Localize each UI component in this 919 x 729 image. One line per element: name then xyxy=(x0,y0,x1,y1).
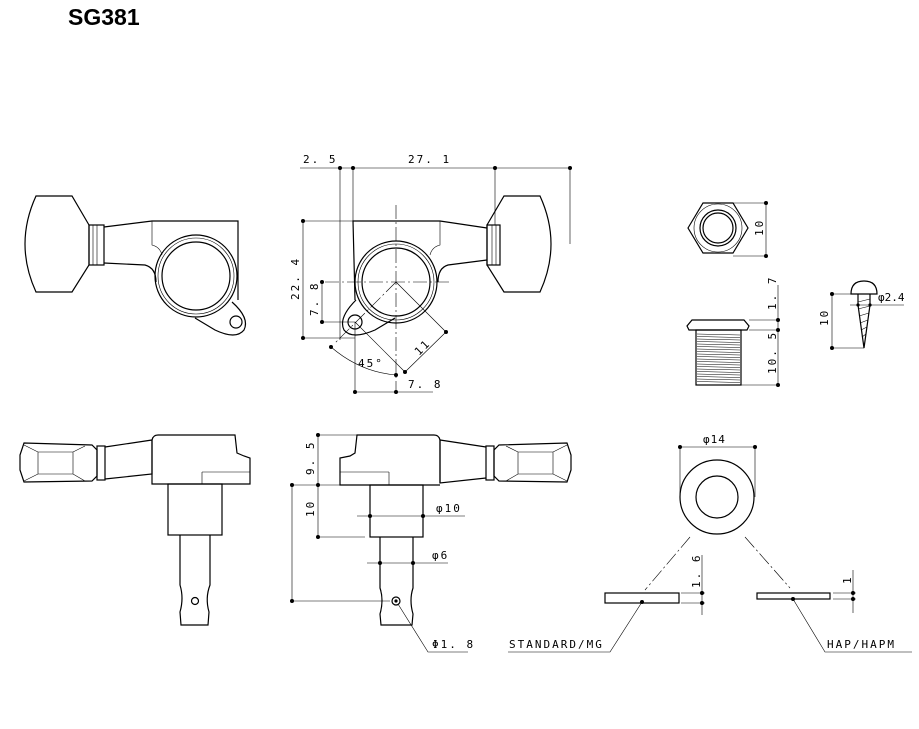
thread-line xyxy=(696,338,741,341)
thread-line xyxy=(696,363,741,366)
knob xyxy=(486,195,552,293)
dim-body-height: 9. 5 xyxy=(304,441,317,476)
model-title: SG381 xyxy=(68,4,140,30)
thread-line xyxy=(696,366,741,368)
thread-line xyxy=(696,361,741,363)
thread-line xyxy=(696,356,741,358)
tuner-front-view-left xyxy=(24,195,247,336)
thread-line xyxy=(696,376,741,378)
thread-line xyxy=(696,368,741,371)
tuner-side-view-left xyxy=(19,434,251,626)
dim-hole-diameter: Φ1. 8 xyxy=(432,638,475,651)
dim-shaft-diameter: φ6 xyxy=(432,549,449,562)
gear-housing-circle xyxy=(161,241,231,311)
dim-angle: 45° xyxy=(358,357,384,370)
ear-hole xyxy=(229,315,243,329)
thread-line xyxy=(696,381,741,383)
dim-height: 22. 4 xyxy=(289,257,302,300)
knob-collar xyxy=(88,224,105,266)
tuner-front-view-dimensioned: 2. 5 27. 1 22. 4 7. 8 45° 11 7. 8 xyxy=(289,153,572,394)
washer-inner xyxy=(695,475,739,519)
bushing-dim-length: 10. 5 xyxy=(766,331,779,374)
hap-label: HAP/HAPM xyxy=(827,638,896,651)
thread-line xyxy=(696,351,741,353)
thread-line xyxy=(696,371,741,373)
thread-line xyxy=(696,373,741,376)
thread-line xyxy=(696,336,741,338)
dim-ear-width: 7. 8 xyxy=(408,378,443,391)
washer: φ14 1. 6 1 STANDARD/MG HAP/HAPM xyxy=(508,433,912,653)
hap-thickness: 1 xyxy=(841,575,854,584)
thread-line xyxy=(696,341,741,343)
thread-line xyxy=(696,346,741,348)
knob xyxy=(24,195,90,293)
standard-label: STANDARD/MG xyxy=(509,638,604,651)
tuner-side-view-dimensioned: 9. 5 10 φ10 φ6 Φ1. 8 xyxy=(290,433,572,653)
dim-post-length: 10 xyxy=(304,500,317,517)
bushing: 1. 7 10. 5 xyxy=(686,276,780,387)
mounting-screw: 10 φ2.4 xyxy=(818,280,905,350)
standard-thickness: 1. 6 xyxy=(690,554,703,589)
thread-line xyxy=(696,353,741,356)
nut-dim-width: 10 xyxy=(753,219,766,236)
dim-length: 27. 1 xyxy=(408,153,451,166)
thread-line xyxy=(696,378,741,381)
housing xyxy=(103,220,239,300)
dim-diagonal: 11 xyxy=(412,337,433,358)
thread-line xyxy=(696,358,741,361)
washer-dim-diameter: φ14 xyxy=(703,433,726,446)
dim-ear-height: 7. 8 xyxy=(308,282,321,317)
mounting-ear xyxy=(194,301,247,336)
screw-dim-diameter: φ2.4 xyxy=(878,291,905,304)
bushing-dim-flange: 1. 7 xyxy=(766,276,779,311)
washer-outer xyxy=(679,459,755,535)
thread-line xyxy=(696,333,741,336)
thread-line xyxy=(696,343,741,346)
dim-post-diameter: φ10 xyxy=(436,502,462,515)
screw-dim-length: 10 xyxy=(818,309,831,326)
hex-nut: 10 xyxy=(687,201,768,258)
thread-line xyxy=(696,348,741,351)
dim-offset: 2. 5 xyxy=(303,153,338,166)
